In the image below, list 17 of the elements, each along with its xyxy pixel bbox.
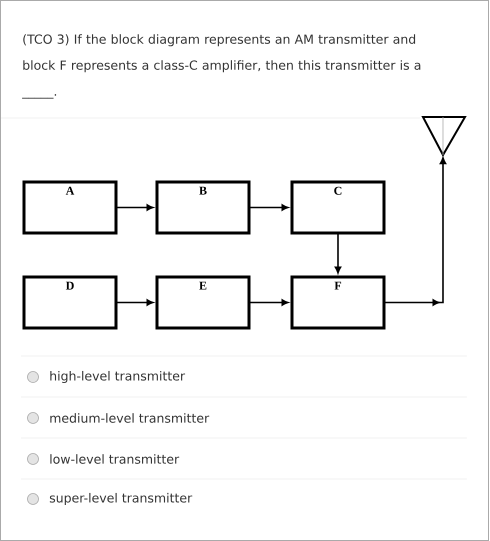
arrow <box>250 299 288 306</box>
block-box: C <box>290 180 386 234</box>
block-box: A <box>22 180 118 234</box>
arrow <box>250 204 288 211</box>
question-text: (TCO 3) If the block diagram represents an AM transmitter and block F represents a class-C amplifier, then this transmitter is a _____. <box>22 34 420 99</box>
arrow <box>334 234 342 274</box>
block-box: D <box>22 276 118 330</box>
arrow <box>386 157 446 306</box>
arrow <box>118 299 154 306</box>
arrow <box>118 204 154 211</box>
option-text: medium-level transmitter <box>50 413 210 423</box>
block-box: E <box>156 276 250 330</box>
block-box: B <box>156 180 250 234</box>
option-text: super-level transmitter <box>50 492 192 506</box>
block-box: F <box>290 276 386 330</box>
option-text: high-level transmitter <box>50 370 186 384</box>
option-text: low-level transmitter <box>50 454 180 464</box>
